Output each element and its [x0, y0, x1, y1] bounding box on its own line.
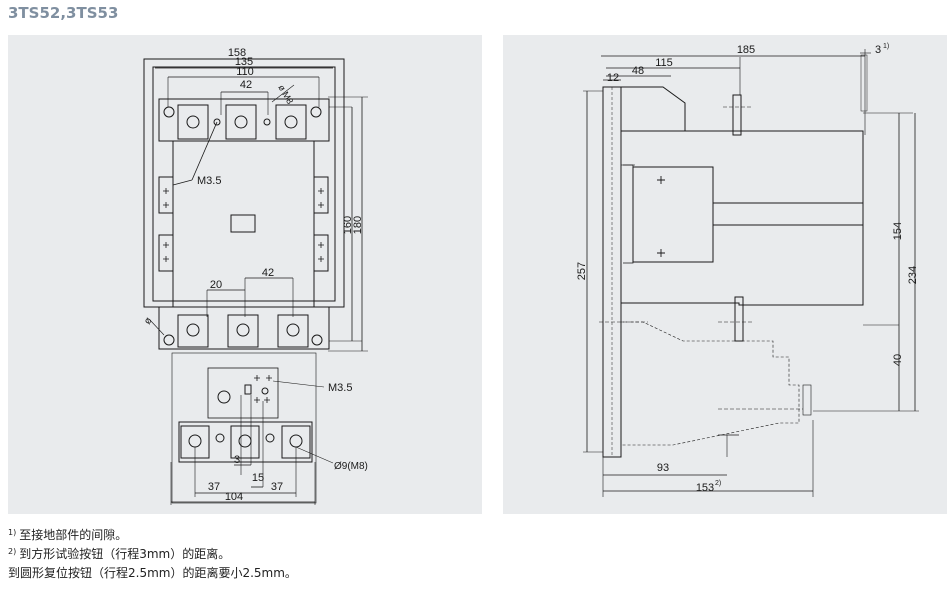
dim-154: 154 [892, 222, 904, 240]
dim-48: 48 [632, 65, 644, 77]
footnotes: 1)至接地部件的间隙。 2)到方形试验按钮（行程3mm）的距离。 到圆形复位按钮… [8, 526, 297, 583]
dim-153-sup: 2) [715, 480, 721, 487]
dim-42-mid: 42 [262, 267, 274, 279]
footnote-3-sup: 1) [883, 43, 889, 50]
contactor-side-body [620, 86, 864, 306]
dim-110: 110 [236, 66, 254, 78]
side-view-panel: 185 3 1) 115 48 12 257 154 234 40 93 153… [503, 35, 947, 514]
top-terminal-3 [275, 104, 307, 140]
dim-37-b: 37 [271, 481, 283, 493]
nameplate [230, 214, 256, 233]
dim-135: 135 [235, 56, 253, 68]
dim-93: 93 [657, 462, 669, 474]
top-terminal-2 [225, 104, 257, 140]
dim-42-top: 42 [240, 79, 252, 91]
dim-185: 185 [737, 44, 755, 56]
label-phi9-m8: Ø9(M8) [334, 461, 368, 472]
dim-153: 153 [696, 482, 714, 494]
front-view-drawing: 158 135 110 42 ø M8 M3.5 160 180 42 20 ø… [142, 47, 368, 505]
dim-40: 40 [892, 354, 904, 366]
dim-160: 160 [342, 216, 354, 234]
overload-relay [620, 321, 800, 446]
dim-12: 12 [607, 72, 619, 84]
footnote-2: 2)到方形试验按钮（行程3mm）的距离。 [8, 547, 231, 561]
dim-phi-side: ø [142, 316, 155, 327]
label-m35-lower: M3.5 [328, 382, 352, 394]
coil-block [632, 166, 714, 263]
outline-135 [152, 66, 336, 302]
page-title: 3TS52,3TS53 [8, 4, 119, 22]
dim-20: 20 [210, 279, 222, 291]
footnote-2-cont: 到圆形复位按钮（行程2.5mm）的距离要小2.5mm。 [8, 566, 297, 580]
footnote-1: 1)至接地部件的间隙。 [8, 528, 128, 542]
dim-3: 3 [234, 454, 240, 466]
label-m35-upper: M3.5 [197, 175, 221, 187]
terminal-row-detail [178, 421, 313, 463]
front-view-panel: 158 135 110 42 ø M8 M3.5 160 180 42 20 ø… [8, 35, 482, 514]
dim-15: 15 [252, 472, 264, 484]
dim-257: 257 [576, 262, 588, 280]
dim-234: 234 [907, 266, 919, 284]
footnote-3: 3 [875, 44, 881, 56]
top-terminal-1 [177, 104, 209, 140]
aux-block-detail [207, 367, 279, 419]
dim-115: 115 [655, 57, 673, 69]
bottom-terminal-plate [158, 306, 330, 350]
dim-180: 180 [352, 216, 364, 234]
dim-104: 104 [225, 491, 243, 503]
terminal-detail [171, 352, 317, 504]
side-view-drawing: 185 3 1) 115 48 12 257 154 234 40 93 153… [576, 43, 919, 497]
dim-37-a: 37 [208, 481, 220, 493]
dim-158: 158 [228, 47, 246, 59]
